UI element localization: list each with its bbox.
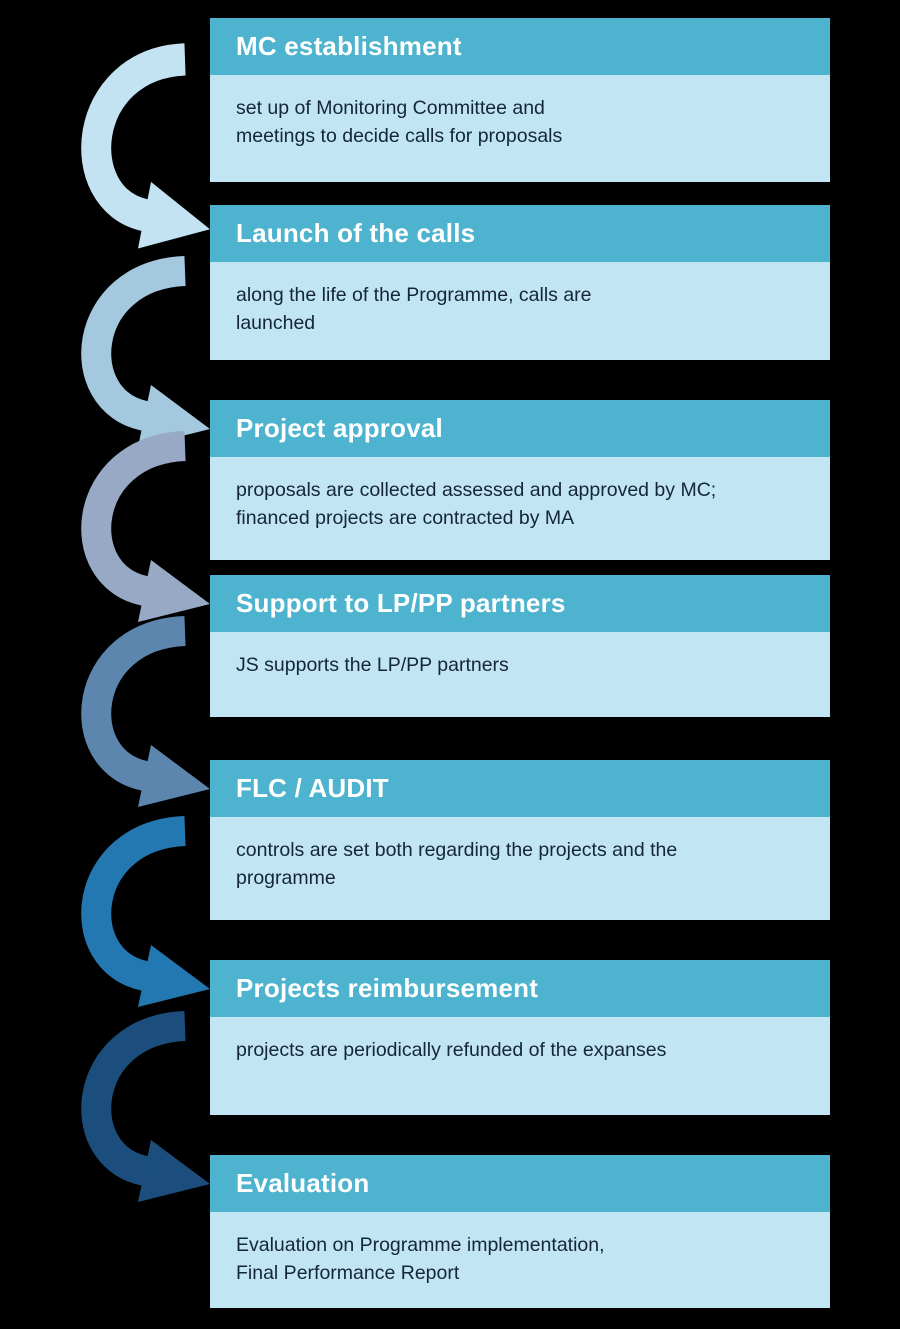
arrow-head-icon: [138, 1140, 210, 1202]
step-box-launch-of-the-calls: Launch of the calls along the life of th…: [210, 205, 830, 360]
arrow-head-icon: [138, 181, 210, 249]
arrow-curve: [81, 816, 187, 991]
arrow-curve: [81, 256, 187, 431]
flow-arrow-4: [81, 616, 210, 807]
step-description: Evaluation on Programme implementation, …: [210, 1212, 830, 1308]
step-title: Project approval: [210, 400, 830, 457]
step-box-flc-audit: FLC / AUDIT controls are set both regard…: [210, 760, 830, 920]
step-title: Launch of the calls: [210, 205, 830, 262]
arrow-head-icon: [138, 385, 210, 447]
flow-arrow-6: [81, 1011, 210, 1202]
arrow-curve: [81, 1011, 187, 1186]
step-box-support-to-lp-pp-partners: Support to LP/PP partners JS supports th…: [210, 575, 830, 717]
step-title: FLC / AUDIT: [210, 760, 830, 817]
flow-arrow-2: [81, 256, 210, 447]
arrow-head-icon: [138, 945, 210, 1007]
step-description: along the life of the Programme, calls a…: [210, 262, 830, 360]
arrow-curve: [81, 431, 187, 606]
step-box-project-approval: Project approval proposals are collected…: [210, 400, 830, 560]
arrow-head-icon: [138, 745, 210, 807]
step-title: Evaluation: [210, 1155, 830, 1212]
step-box-projects-reimboursement: Projects reimbursement projects are peri…: [210, 960, 830, 1115]
arrow-curve: [81, 43, 187, 232]
flow-arrow-1: [81, 43, 210, 249]
step-title: MC establishment: [210, 18, 830, 75]
step-box-evaluation: Evaluation Evaluation on Programme imple…: [210, 1155, 830, 1308]
flow-arrow-3: [81, 431, 210, 622]
step-description: JS supports the LP/PP partners: [210, 632, 830, 717]
step-box-mc-establishment: MC establishment set up of Monitoring Co…: [210, 18, 830, 182]
arrow-curve: [81, 616, 187, 791]
arrow-head-icon: [138, 560, 210, 622]
step-description: proposals are collected assessed and app…: [210, 457, 830, 560]
step-title: Projects reimbursement: [210, 960, 830, 1017]
step-title: Support to LP/PP partners: [210, 575, 830, 632]
step-description: controls are set both regarding the proj…: [210, 817, 830, 920]
step-description: set up of Monitoring Committee and meeti…: [210, 75, 830, 182]
flow-arrow-5: [81, 816, 210, 1007]
step-description: projects are periodically refunded of th…: [210, 1017, 830, 1115]
